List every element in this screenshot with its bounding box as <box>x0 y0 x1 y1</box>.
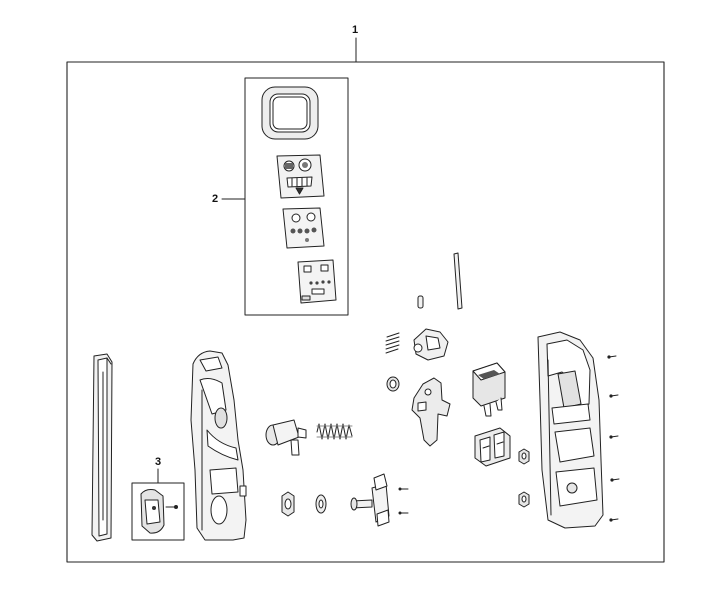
assembly-frame <box>66 37 665 563</box>
keypad-overlay <box>276 154 325 199</box>
keypad-kit-box <box>221 77 349 316</box>
bolt-bracket <box>350 473 409 527</box>
right-handle-housing <box>537 331 604 529</box>
callout-item-1: 1 <box>352 24 359 36</box>
left-handle-housing <box>190 350 247 541</box>
lock-cam-upper <box>413 328 449 361</box>
keypad-bezel <box>261 86 319 140</box>
small-nuts <box>518 448 530 508</box>
keypad-membrane <box>282 207 325 249</box>
side-cover-strip <box>91 353 113 542</box>
rocker-switch <box>472 362 506 417</box>
compression-spring <box>316 423 353 440</box>
small-pin <box>417 295 424 309</box>
keypad-pcb <box>297 259 337 304</box>
actuator-knob <box>265 419 307 456</box>
housing-screws <box>607 355 620 522</box>
hex-nut <box>281 491 295 517</box>
terminal-block <box>474 427 511 467</box>
long-rod <box>453 252 463 310</box>
callout-item-2: 2 <box>212 193 219 205</box>
small-spring <box>385 332 400 354</box>
trigger-kit-box <box>131 468 185 541</box>
grommet-ring <box>386 376 400 392</box>
flat-washer <box>315 494 327 514</box>
callout-item-3: 3 <box>155 456 162 468</box>
latch-lever <box>411 377 451 447</box>
